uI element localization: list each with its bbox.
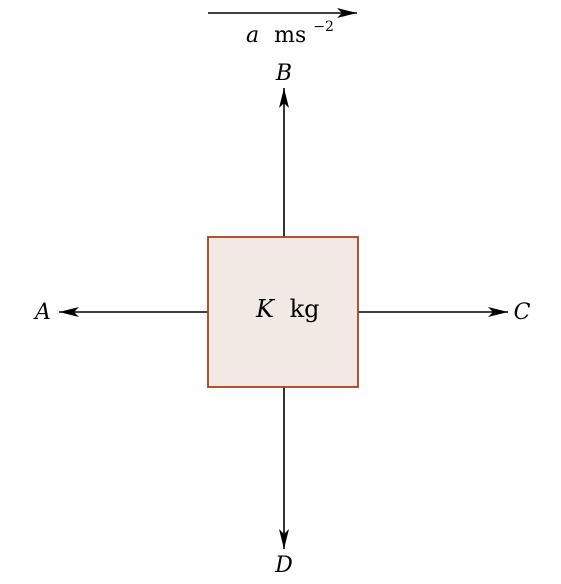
mass-label: K kg [255, 295, 319, 323]
force-label-bottom: D [274, 553, 293, 578]
acceleration-label: a ms −2 [246, 19, 334, 48]
mass-symbol: K [255, 295, 276, 323]
acceleration-symbol: a [246, 23, 259, 48]
force-label-left: A [33, 300, 51, 325]
mass-block [207, 236, 359, 388]
acceleration-exponent: −2 [313, 19, 334, 35]
force-label-top: B [275, 61, 292, 86]
mass-unit: kg [290, 295, 320, 323]
force-label-right: C [514, 300, 531, 325]
acceleration-unit: ms [274, 23, 306, 48]
